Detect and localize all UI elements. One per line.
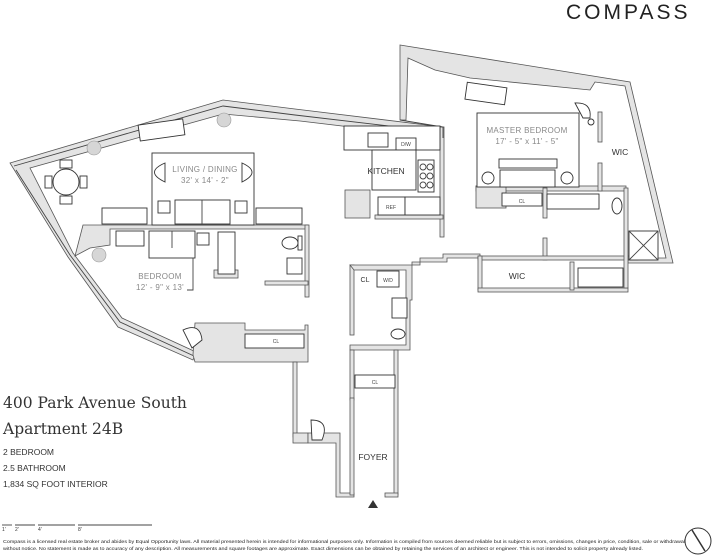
- wic-label: WIC: [612, 147, 629, 157]
- bedroom-dims: 12' - 9" x 13': [136, 283, 184, 292]
- master-bedroom-dims: 17' - 5" x 11' - 5": [495, 137, 558, 146]
- svg-text:2': 2': [15, 527, 19, 533]
- living-dining-dims: 32' x 14' - 2": [181, 176, 229, 185]
- entry-arrow-icon: [368, 500, 378, 508]
- washer-dryer-label: W/D: [383, 278, 393, 284]
- bathroom-fixtures: [217, 231, 303, 275]
- bedroom-count: 2 BEDROOM: [3, 447, 54, 457]
- north-compass-icon: [684, 527, 712, 555]
- living-dining-label: LIVING / DINING: [172, 165, 237, 174]
- closet-label: CL: [372, 380, 379, 386]
- laundry-halfbath: [354, 270, 408, 389]
- column: [86, 140, 102, 156]
- bathroom-count: 2.5 BATHROOM: [3, 463, 66, 473]
- master-bedroom-label: MASTER BEDROOM: [486, 126, 567, 135]
- closet-label: CL: [519, 199, 526, 205]
- closet-label: CL: [273, 339, 280, 345]
- svg-text:1': 1': [2, 527, 6, 533]
- closet-hall: [182, 327, 325, 441]
- wic-lower-label: WIC: [509, 271, 526, 281]
- bedroom-furniture: [115, 230, 210, 291]
- kitchen-fixtures: [343, 125, 441, 216]
- disclaimer-line-2: without notice. No statement is made as …: [3, 546, 643, 551]
- compass-logo: COMPASS: [566, 1, 690, 24]
- master-furniture: [464, 81, 659, 288]
- scale-bar: 1' 2' 4' 8': [2, 524, 152, 533]
- bedroom-label: BEDROOM: [138, 272, 181, 281]
- svg-text:8': 8': [78, 527, 82, 533]
- unit-title: Apartment 24B: [2, 420, 123, 438]
- disclaimer-line-1: Compass is a licensed real estate broker…: [3, 539, 685, 544]
- fridge-label: REF: [386, 205, 396, 211]
- living-furniture: [44, 118, 303, 226]
- interior-size: 1,834 SQ FOOT INTERIOR: [3, 479, 108, 489]
- dishwasher-label: D/W: [401, 142, 411, 148]
- column: [216, 112, 232, 128]
- foyer-label: FOYER: [358, 452, 387, 462]
- closet-label: CL: [361, 277, 370, 284]
- svg-text:4': 4': [38, 527, 42, 533]
- column: [91, 247, 107, 263]
- kitchen-label: KITCHEN: [367, 166, 404, 176]
- address-title: 400 Park Avenue South: [3, 394, 187, 412]
